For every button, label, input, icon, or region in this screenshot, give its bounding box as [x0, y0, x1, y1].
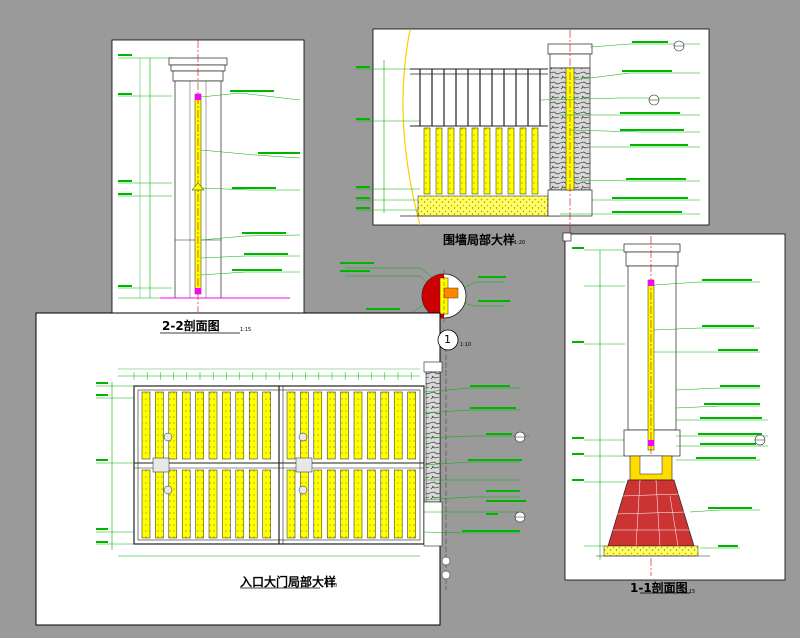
section-1-1-scale: 1:15	[684, 589, 696, 595]
section-1-1-view	[564, 233, 786, 594]
gate-slat	[353, 391, 363, 460]
fence-picket	[507, 127, 515, 195]
fence-picket	[459, 127, 467, 195]
gate-slat	[235, 469, 245, 539]
gate-slat	[326, 469, 336, 539]
fence-picket	[495, 127, 503, 195]
gate-slat	[407, 469, 416, 539]
gate-slat	[380, 391, 390, 460]
gate-slat	[222, 469, 231, 539]
gate-slat	[208, 391, 218, 460]
gate-detail-title: 入口大门局部大样	[240, 575, 337, 589]
wall-detail-scale: 1:20	[514, 240, 526, 246]
gate-slat	[353, 469, 363, 539]
gate-slat	[222, 391, 231, 460]
gate-slat	[168, 469, 178, 539]
gate-slat	[393, 391, 403, 460]
gate-slat	[313, 391, 323, 460]
gate-slat	[380, 469, 390, 539]
gate-slat	[393, 469, 403, 539]
pillar-elevation-view	[111, 39, 305, 314]
gate-slat	[262, 469, 271, 539]
gate-slat	[286, 391, 296, 460]
gate-slat	[195, 391, 204, 460]
gate-slat	[367, 391, 376, 460]
gate-slat	[248, 469, 258, 539]
gate-slat	[286, 469, 296, 539]
gate-slat	[181, 469, 191, 539]
gate-slat	[262, 391, 271, 460]
gate-detail-sheet	[35, 312, 530, 626]
fence-picket	[471, 127, 479, 195]
gate-slat	[313, 469, 323, 539]
gate-slat	[326, 391, 336, 460]
gate-slat	[340, 469, 349, 539]
gate-slat	[407, 391, 416, 460]
fence-picket	[435, 127, 443, 195]
gate-slat	[141, 469, 151, 539]
fence-picket	[531, 127, 539, 195]
gate-slat	[141, 391, 151, 460]
small-node-detail-view	[340, 262, 510, 323]
section-1-1-title: 1-1剖面图	[630, 581, 688, 595]
fence-picket	[447, 127, 455, 195]
gate-slat	[155, 391, 164, 460]
gate-slat	[155, 469, 164, 539]
gate-slat	[367, 469, 376, 539]
section-2-2-scale: 1:15	[240, 327, 252, 333]
detail-marker-circle	[437, 329, 459, 351]
gate-slat	[300, 469, 309, 539]
gate-detail-scale: 1:20	[326, 583, 338, 589]
section-cut-marker	[562, 232, 572, 242]
gate-slat	[340, 391, 349, 460]
wall-detail-title: 围墙局部大样	[443, 233, 516, 247]
section-2-2-title: 2-2剖面图	[162, 319, 220, 333]
fence-picket	[483, 127, 491, 195]
gate-slat	[195, 469, 204, 539]
fence-picket	[423, 127, 431, 195]
gate-slat	[168, 391, 178, 460]
gate-slat	[235, 391, 245, 460]
wall-partial-detail-view	[356, 28, 710, 245]
gate-slat	[300, 391, 309, 460]
gate-slat	[181, 391, 191, 460]
detail-marker-scale: 1:10	[460, 342, 472, 348]
detail-marker-number: 1	[444, 333, 451, 346]
gate-slat	[208, 469, 218, 539]
fence-picket	[519, 127, 527, 195]
gate-slat	[248, 391, 258, 460]
